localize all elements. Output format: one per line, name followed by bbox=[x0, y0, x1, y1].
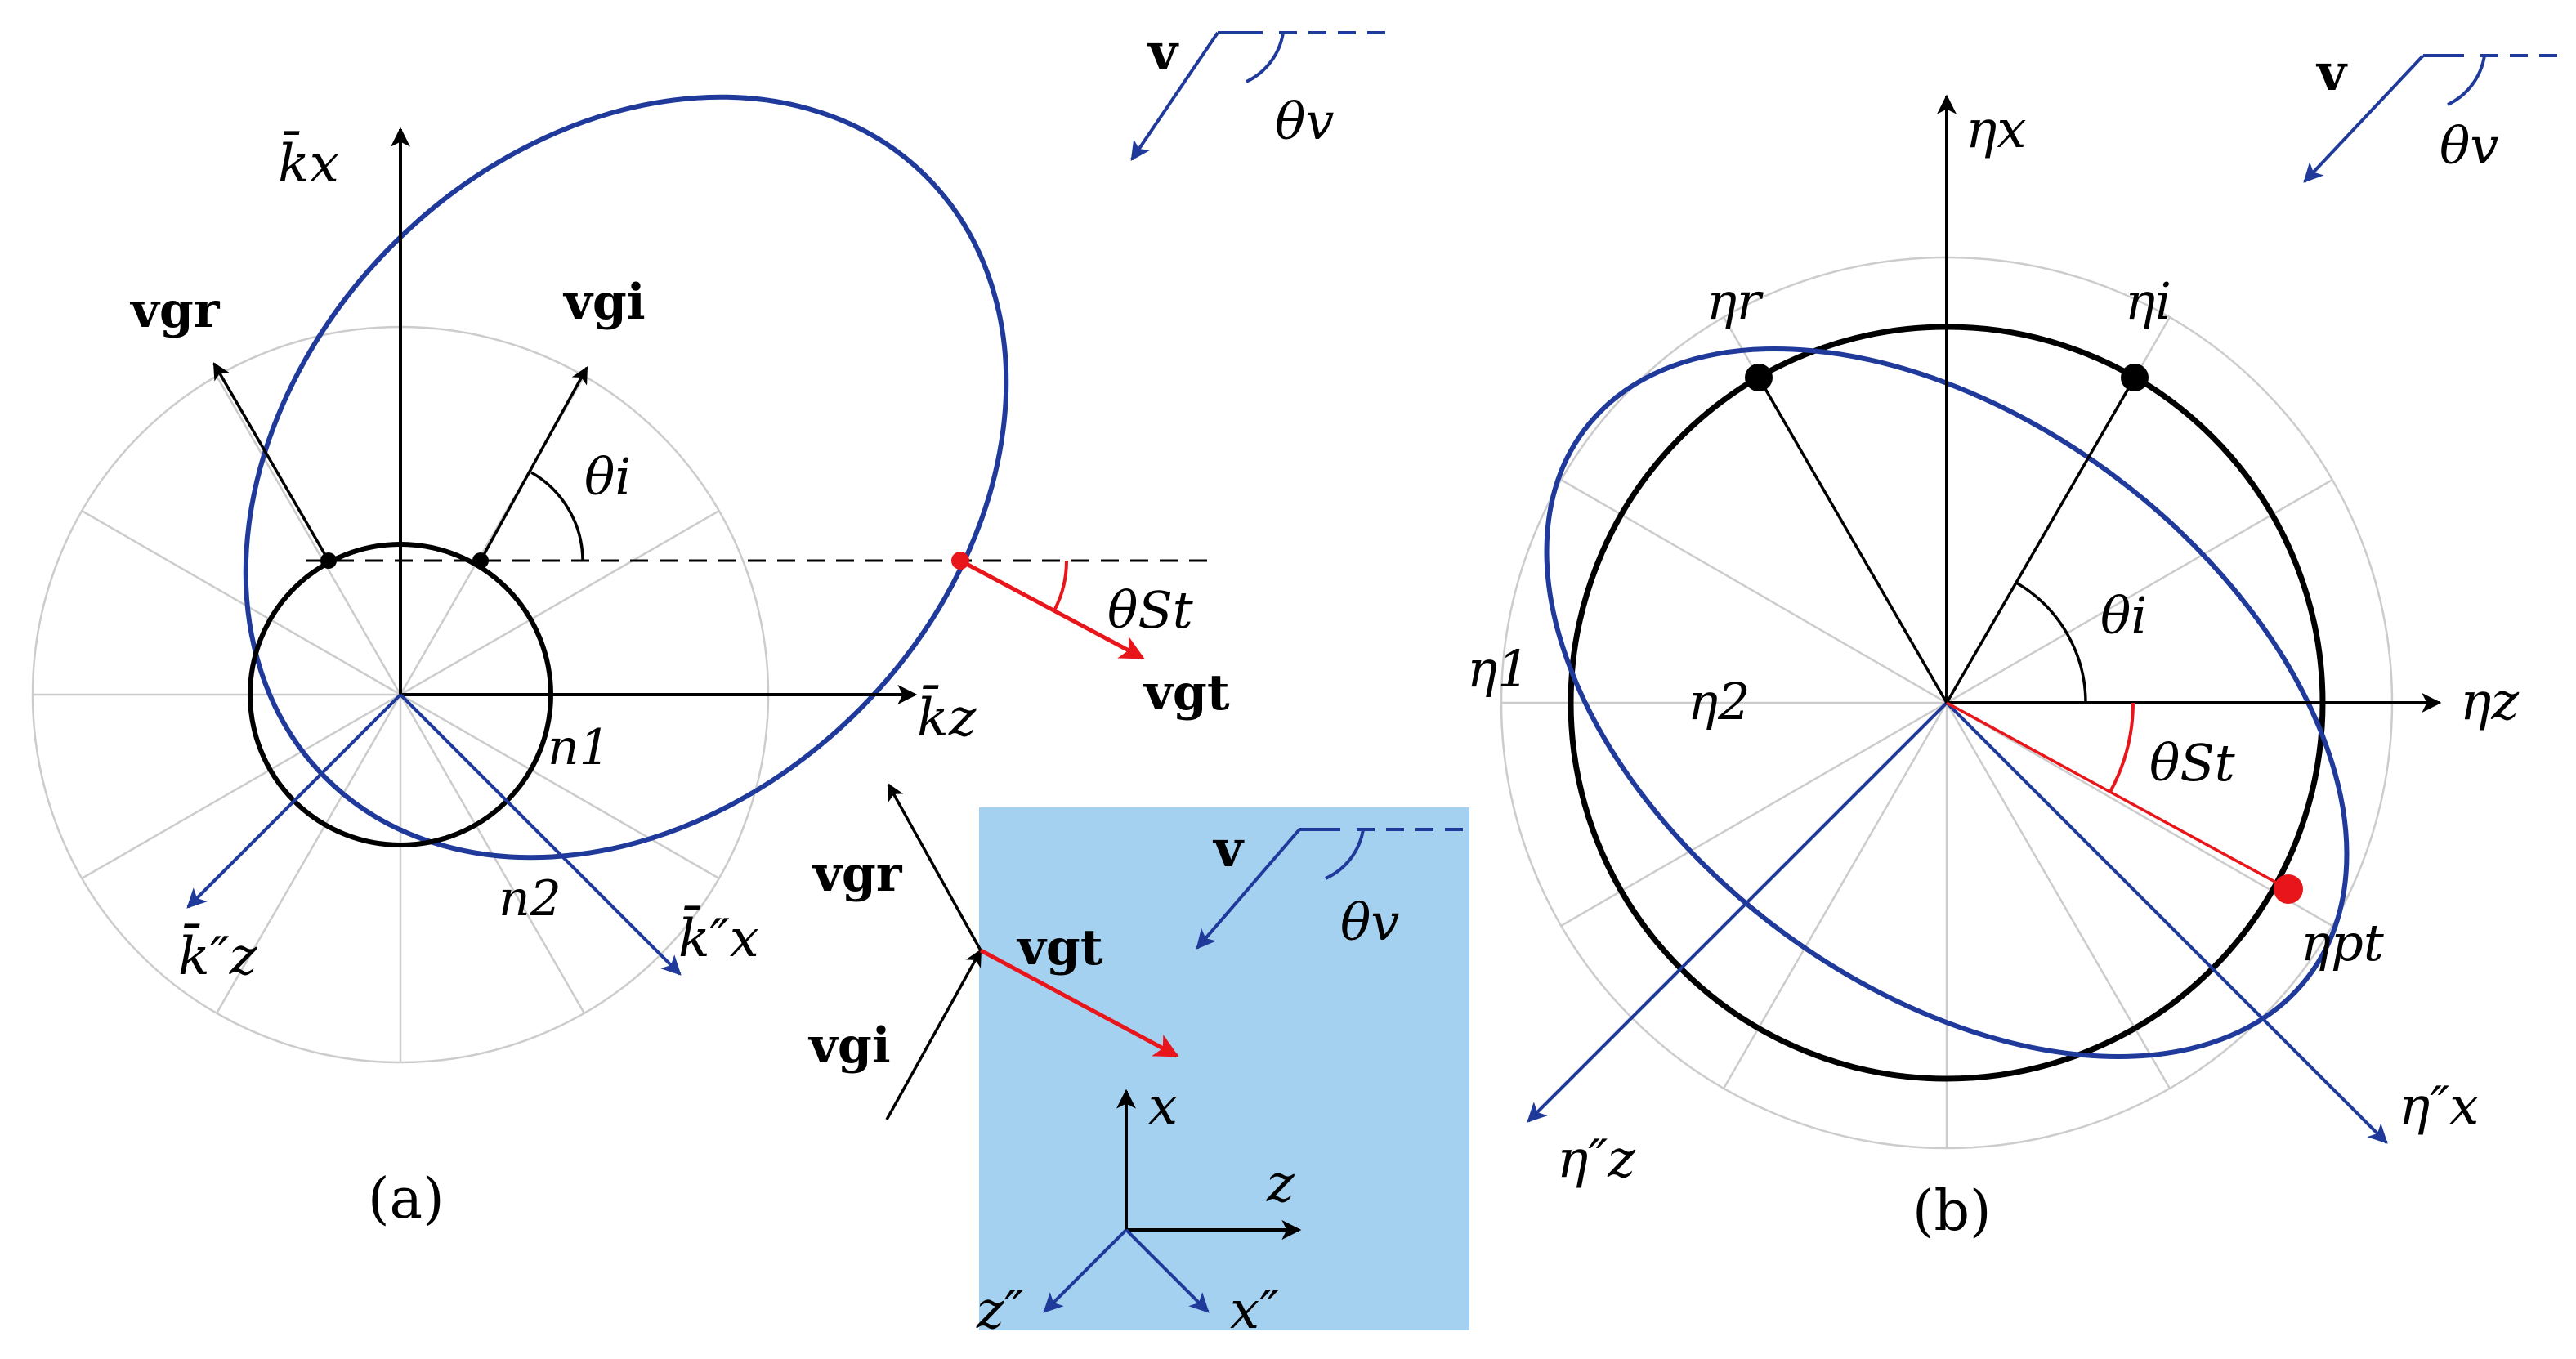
v-legend-a: v θv bbox=[1130, 22, 1389, 161]
label-x-pp-inset: x″ bbox=[1230, 1281, 1279, 1341]
label-eta-z-pp-b: η″z bbox=[1557, 1129, 1636, 1190]
axis-kz-pp-a bbox=[186, 693, 402, 909]
svg-text:θv: θv bbox=[1275, 92, 1334, 151]
label-vgi-inset: vgi bbox=[807, 1017, 891, 1075]
ellipse-eta2-b bbox=[1544, 346, 2350, 1059]
inset-panel: vgr vgi vgt v θv x z z″ x″ bbox=[807, 783, 1469, 1341]
label-theta-i-b: θi bbox=[2100, 586, 2147, 646]
svg-text:θv: θv bbox=[2440, 116, 2498, 176]
vector-vgi-a bbox=[479, 366, 588, 561]
medium-region bbox=[979, 807, 1469, 1330]
label-eta-x-pp-b: η″x bbox=[2399, 1076, 2479, 1137]
line-to-eta-pt bbox=[1946, 701, 2289, 891]
axis-eta-z-pp-b bbox=[1527, 701, 1948, 1123]
line-to-eta-i bbox=[1945, 377, 2136, 704]
v-legend-b: v θv bbox=[2303, 42, 2566, 183]
svg-text:v: v bbox=[1147, 22, 1179, 82]
label-z-inset: z bbox=[1266, 1154, 1295, 1214]
label-vgt-inset: vgt bbox=[1016, 919, 1103, 977]
label-eta-r: ηr bbox=[1706, 271, 1764, 331]
panel-b: ηx ηz η″z η″x ηr ηi ηpt η1 η2 θi θSt (b)… bbox=[1467, 42, 2566, 1244]
label-eta2-b: η2 bbox=[1688, 672, 1751, 731]
vector-vgt-inset bbox=[979, 948, 1179, 1058]
ellipse-n2-a bbox=[243, 94, 1009, 861]
vector-vgr-inset bbox=[887, 783, 982, 951]
line-to-eta-r bbox=[1757, 377, 1948, 704]
point-transmitted-a bbox=[951, 552, 969, 570]
arc-theta-st-a bbox=[1053, 560, 1069, 611]
panel-a: k̄x k̄z k̄″z k̄″x n1 n2 vgr vgi vgt θi θ… bbox=[31, 22, 1389, 1232]
label-x-inset: x bbox=[1148, 1076, 1178, 1137]
axis-kx-pp-a bbox=[399, 693, 682, 976]
label-vgr-a: vgr bbox=[129, 282, 221, 339]
vector-vgt-a bbox=[959, 558, 1145, 660]
axis-x-pp-inset bbox=[1125, 1228, 1210, 1313]
axis-eta-x-pp-b bbox=[1945, 701, 2388, 1144]
label-kx-a: k̄x bbox=[278, 131, 339, 194]
label-kx-pp-a: k̄″x bbox=[678, 905, 759, 969]
label-eta-pt: ηpt bbox=[2301, 913, 2384, 972]
caption-a: (a) bbox=[368, 1167, 445, 1232]
label-eta-x-b: ηx bbox=[1966, 100, 2026, 160]
svg-text:v: v bbox=[2315, 42, 2348, 102]
label-n2-a: n2 bbox=[499, 870, 561, 928]
label-kz-a: k̄z bbox=[917, 685, 977, 749]
point-eta-i bbox=[2121, 364, 2149, 391]
svg-text:θv: θv bbox=[1340, 892, 1399, 952]
label-z-pp-inset: z″ bbox=[976, 1281, 1024, 1341]
label-kz-pp-a: k̄″z bbox=[178, 923, 258, 987]
label-eta-z-b: ηz bbox=[2460, 672, 2520, 732]
point-incident-a bbox=[472, 552, 489, 569]
point-eta-r bbox=[1745, 364, 1773, 391]
label-vgi-a: vgi bbox=[562, 274, 646, 331]
label-theta-i-a: θi bbox=[584, 447, 631, 507]
label-eta-i: ηi bbox=[2125, 271, 2171, 331]
arc-theta-st-b bbox=[2109, 702, 2135, 793]
point-eta-pt bbox=[2274, 874, 2303, 904]
v-legend-inset: v θv bbox=[1196, 819, 1463, 952]
vector-vgi-inset bbox=[885, 949, 982, 1120]
axis-z-pp-inset bbox=[1043, 1228, 1128, 1313]
label-vgr-inset: vgr bbox=[812, 846, 903, 903]
label-theta-st-b: θSt bbox=[2149, 733, 2235, 793]
arc-theta-i-b bbox=[2015, 581, 2087, 704]
vector-vgr-a bbox=[212, 362, 330, 561]
arc-theta-i-a bbox=[530, 471, 584, 561]
svg-text:v: v bbox=[1212, 819, 1245, 878]
label-n1-a: n1 bbox=[548, 719, 610, 776]
caption-b: (b) bbox=[1912, 1179, 1992, 1244]
label-vgt-a: vgt bbox=[1143, 664, 1230, 722]
point-reflected-a bbox=[320, 552, 337, 569]
label-eta1-b: η1 bbox=[1467, 639, 1530, 699]
label-theta-st-a: θSt bbox=[1107, 580, 1193, 640]
